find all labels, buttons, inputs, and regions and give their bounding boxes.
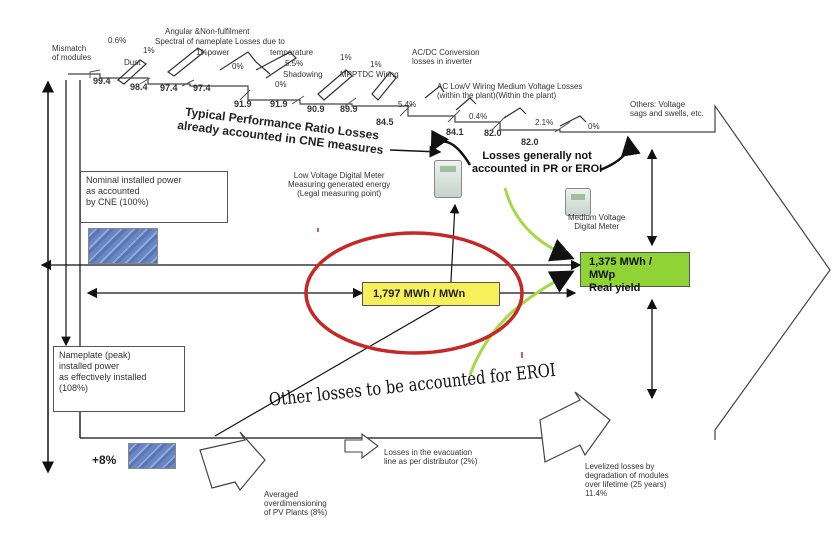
medium-voltage-meter: [565, 188, 591, 216]
temperature-label: temperature: [270, 48, 314, 57]
real-yield-box: 1,375 MWh / MWp Real yield: [580, 252, 690, 294]
others-pct: 0%: [588, 122, 600, 131]
dust-label: Dust: [124, 58, 141, 67]
nominal-power-text: Nominal installed power as accounted by …: [86, 175, 182, 207]
averaged-label: Averaged overdimensioning of PV Plants (…: [264, 490, 328, 517]
aclow-pct: 0.4%: [469, 112, 488, 121]
loss-steps: [89, 69, 571, 133]
pr-value: 82.0: [521, 137, 539, 147]
pr-value: 98.4: [130, 82, 148, 92]
plus8-label: +8%: [92, 453, 117, 467]
mpptdc-pct2: 1%: [370, 60, 382, 69]
pr-value: 84.5: [376, 117, 394, 127]
pr-value: 91.9: [270, 99, 288, 109]
mismatch-label: Mismatch of modules: [52, 44, 92, 62]
levelized-label: Levelized losses by degradation of modul…: [585, 462, 669, 498]
nominal-power-box: Nominal installed power as accounted by …: [80, 171, 228, 223]
spectral-power-label: 1%power: [196, 48, 230, 57]
solar-panel-photo: [88, 228, 158, 264]
evacuation-label: Losses in the evacuation line as per dis…: [384, 448, 478, 466]
pr-value: 97.4: [160, 83, 178, 93]
acdc-label: AC/DC Conversion losses in inverter: [412, 48, 480, 66]
mv-pct: 2.1%: [535, 118, 554, 127]
low-voltage-meter: [434, 160, 462, 198]
dust-pct: 1%: [143, 46, 155, 55]
pr-value: 97.4: [193, 83, 211, 93]
pr-value: 91.9: [234, 99, 252, 109]
nameplate-text: Nameplate (peak) installed power as effe…: [59, 350, 147, 393]
pr-value: 84.1: [446, 127, 464, 137]
losses-not-caption: Losses generally not accounted in PR or …: [472, 150, 603, 175]
main-flow-arrow: [68, 73, 831, 440]
solar-panel-photo-small: [128, 443, 176, 469]
pr-value: 99.4: [93, 76, 111, 86]
aclow-label: AC LowV Wiring Medium Voltage Losses (wi…: [437, 82, 583, 100]
low-voltage-meter-label: Low Voltage Digital Meter Measuring gene…: [288, 171, 391, 198]
shadowing-pct2: 0%: [275, 80, 287, 89]
medium-voltage-meter-label: Medium Voltage Digital Meter: [568, 213, 626, 231]
angular-pct: 0%: [232, 62, 244, 71]
mpptdc-label: MPPTDC Wiring: [340, 70, 399, 79]
nameplate-box: Nameplate (peak) installed power as effe…: [53, 346, 185, 412]
pr-value: 89.9: [340, 104, 358, 114]
shadowing-label: Shadowing: [283, 70, 323, 79]
mismatch-pct: 0.6%: [108, 36, 127, 45]
pr-value: 90.9: [307, 104, 325, 114]
pr-value: 82.0: [484, 128, 502, 138]
mpptdc-pct: 1%: [340, 53, 352, 62]
highlight-ellipse: [304, 231, 524, 355]
nominal-yield-box: 1,797 MWh / MWn: [362, 282, 500, 306]
overdimensioning-arrow: [199, 431, 266, 492]
shadowing-pct: 5.5%: [285, 59, 304, 68]
angular-label: Angular &Non-fulfilment: [165, 27, 250, 36]
spectral-label: Spectral of nameplate Losses due to: [155, 37, 285, 46]
degradation-arrow: [539, 391, 611, 463]
others-label: Others: Voltage sags and swells, etc.: [630, 100, 704, 118]
evacuation-arrow: [344, 432, 379, 460]
acdc-pct: 5.4%: [398, 100, 417, 109]
